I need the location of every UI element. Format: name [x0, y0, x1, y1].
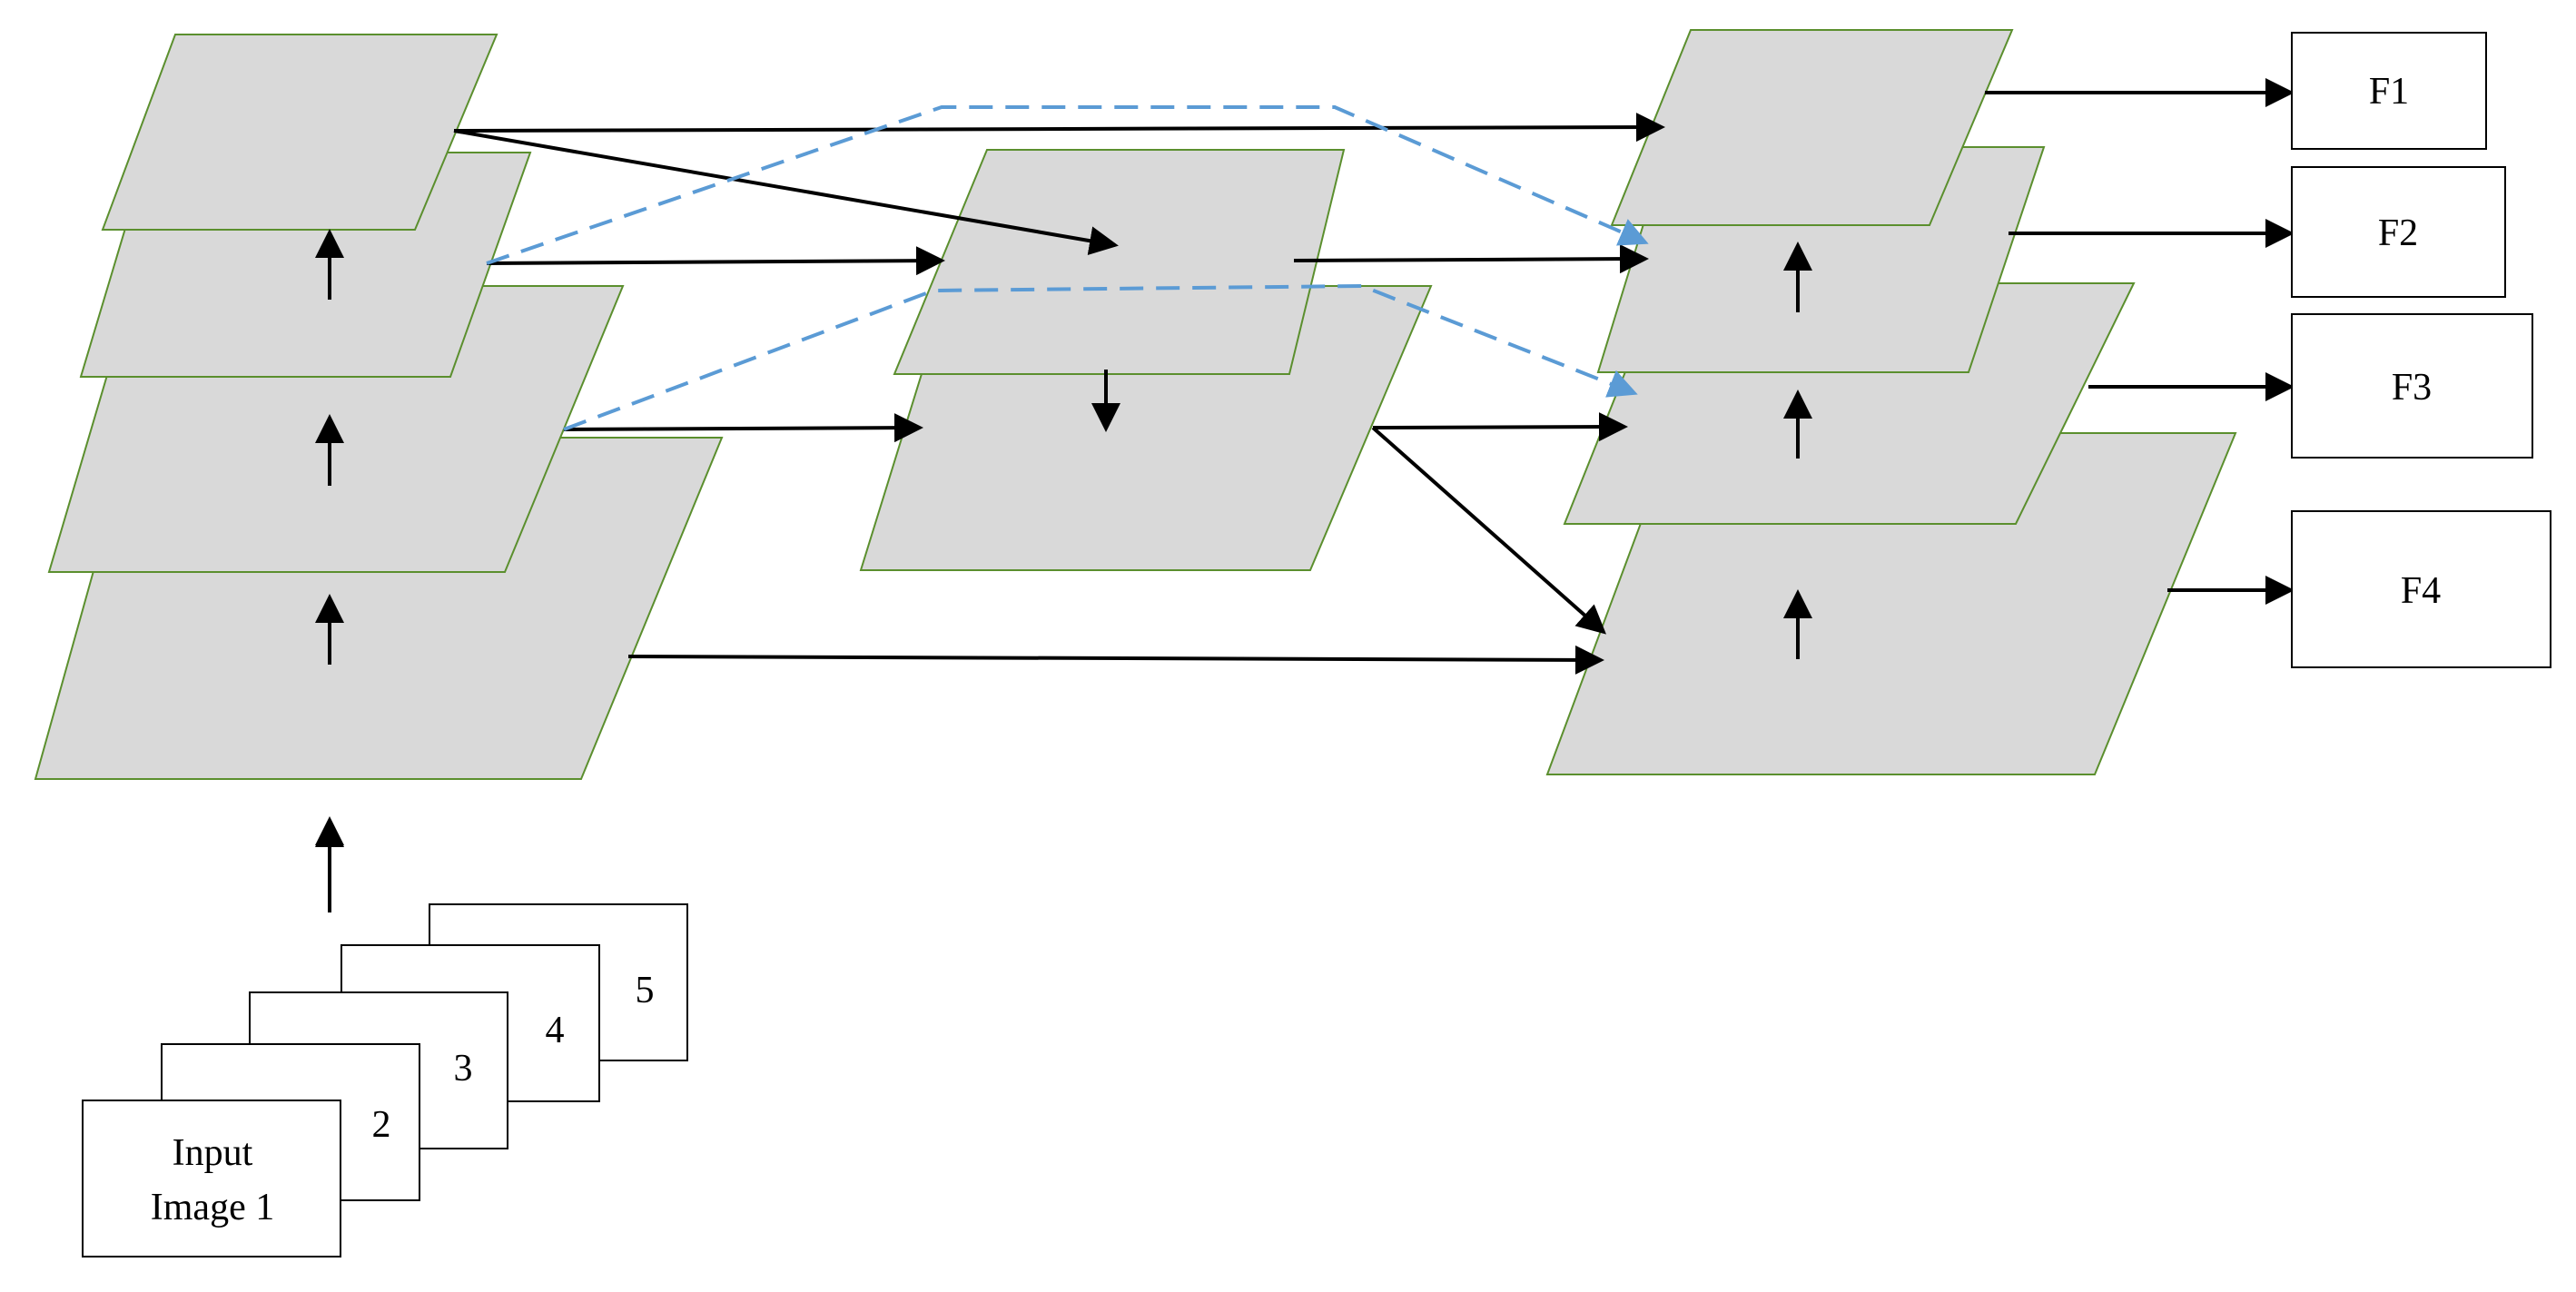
input-label-line2: Image 1 — [151, 1187, 274, 1228]
connection-arrow — [1371, 426, 1606, 635]
output-box-f2 — [2291, 166, 2506, 298]
input-image-stack: 5 4 3 2 Input Image 1 — [82, 903, 688, 1257]
frame-label-5: 5 — [636, 970, 655, 1011]
connection-arrow — [1372, 412, 1628, 442]
lateral-connections — [453, 113, 1665, 675]
output-box-f4 — [2291, 510, 2551, 668]
left-layer-1 — [101, 34, 498, 231]
middle-pyramid — [859, 149, 1433, 571]
right-layer-1 — [1610, 29, 2014, 226]
output-box-f3 — [2291, 313, 2533, 459]
connection-arrow — [627, 645, 1604, 675]
connection-arrow — [453, 129, 1119, 255]
output-arrows — [1985, 78, 2295, 605]
left-pyramid — [34, 34, 724, 780]
frame-label-4: 4 — [546, 1010, 565, 1051]
connection-arrow — [1293, 244, 1649, 274]
connection-arrow — [486, 246, 945, 276]
connection-arrow — [453, 113, 1665, 143]
right-pyramid — [1545, 29, 2237, 775]
input-label-line1: Input — [173, 1132, 253, 1174]
middle-layer-1 — [893, 149, 1346, 375]
output-boxes: F1 F2 F3 F4 — [2291, 32, 2551, 668]
frame-label-3: 3 — [454, 1048, 473, 1090]
output-label-f3: F3 — [2392, 367, 2432, 409]
output-label-f4: F4 — [2401, 570, 2441, 612]
frame-label-2: 2 — [372, 1104, 391, 1146]
output-box-f1 — [2291, 32, 2487, 150]
dashed-skip-connections — [486, 105, 1649, 431]
input-frame-1 — [82, 1100, 341, 1257]
output-label-f1: F1 — [2369, 71, 2409, 113]
connection-arrow — [563, 413, 923, 443]
output-label-f2: F2 — [2378, 212, 2418, 254]
dashed-connection — [486, 105, 1649, 265]
dashed-connection — [563, 283, 1638, 431]
